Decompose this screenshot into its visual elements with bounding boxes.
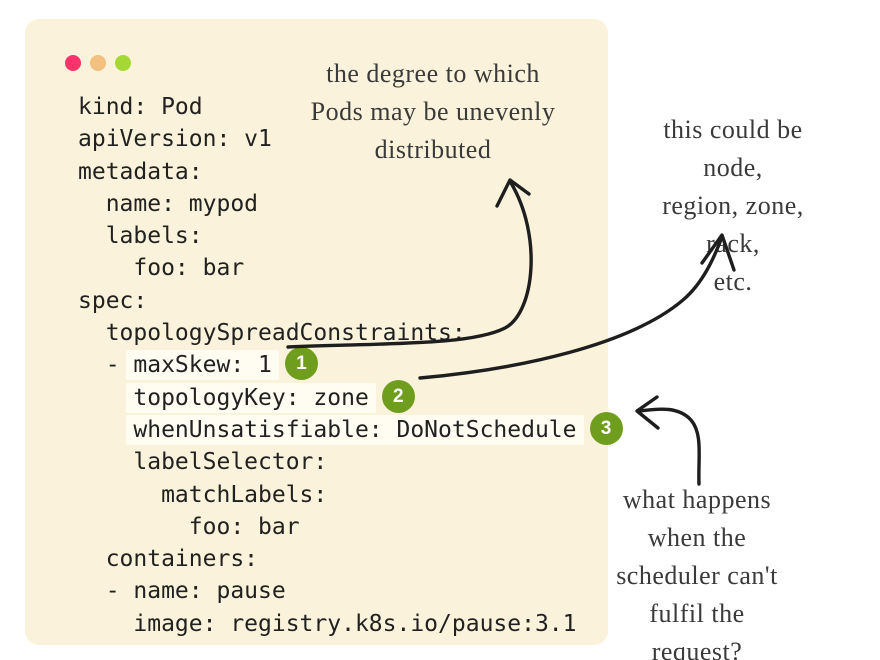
code-line: labels: [78, 223, 203, 250]
code-line: kind: Pod [78, 94, 203, 120]
code-line: foo: bar [78, 255, 245, 282]
code-line: image: registry.k8s.io/pause:3.1 [78, 610, 577, 637]
highlighted-yaml-field: topologyKey: zone [126, 382, 376, 413]
window-dot-green [115, 55, 131, 71]
code-line: foo: bar [78, 513, 300, 540]
code-line: topologySpreadConstraints: [78, 320, 466, 347]
topologykey-annotation: this could be node, region, zone, rack, … [662, 115, 804, 296]
highlighted-yaml-field: maxSkew: 1 [126, 350, 279, 381]
step-badge-2: 2 [381, 379, 415, 413]
window-dot-pink [65, 55, 81, 71]
step-badge-1: 1 [284, 347, 318, 381]
code-line: metadata: [78, 158, 203, 185]
code-line: name: mypod [78, 190, 259, 217]
yaml-code: kind: Pod apiVersion: v1 metadata: name: m… [78, 91, 623, 640]
code-line: - name: pause [78, 578, 286, 605]
code-line: spec: [78, 287, 148, 314]
maxskew-annotation: the degree to which Pods may be unevenly… [310, 59, 556, 164]
whenunsatisfiable-arrow [635, 395, 701, 486]
code-line: containers: [78, 546, 259, 573]
code-line: matchLabels: [78, 481, 328, 508]
code-line: labelSelector: [78, 449, 328, 476]
step-badge-3: 3 [589, 411, 623, 445]
whenunsatisfiable-annotation: what happens when the scheduler can't fu… [616, 485, 778, 660]
window-dot-tan [90, 55, 106, 71]
highlighted-yaml-field: whenUnsatisfiable: DoNotSchedule [126, 414, 584, 445]
code-line: apiVersion: v1 [78, 126, 272, 153]
window-traffic-lights [65, 55, 131, 71]
